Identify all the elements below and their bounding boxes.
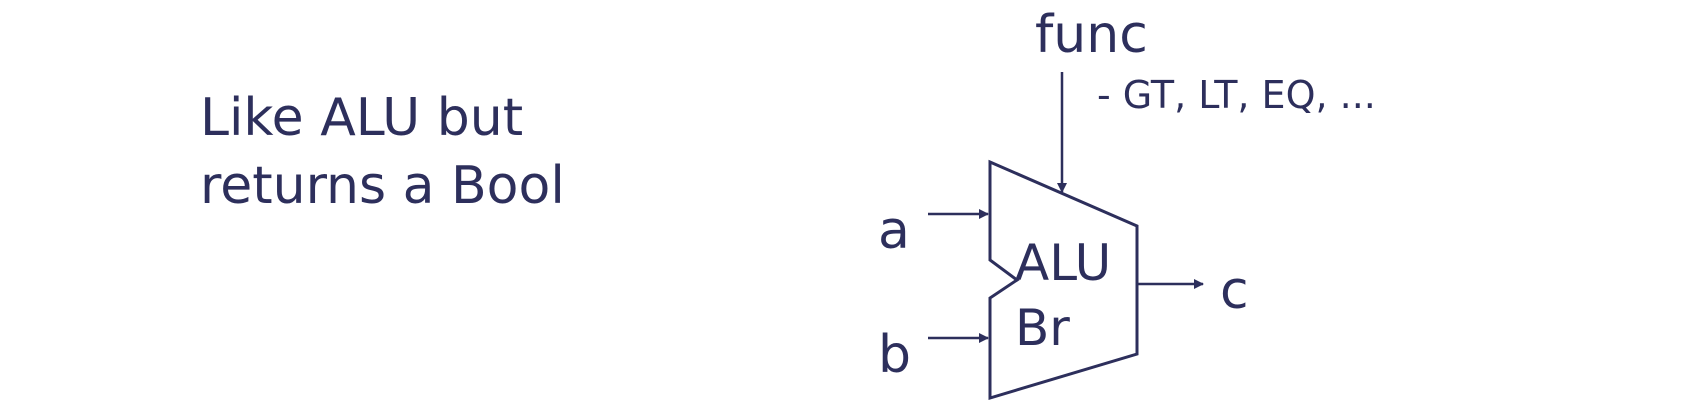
alu-br-block bbox=[988, 159, 1139, 401]
func-label: func bbox=[1035, 5, 1148, 65]
input-b-label: b bbox=[878, 325, 911, 385]
description-text: Like ALU but returns a Bool bbox=[200, 84, 565, 220]
description-line-1: Like ALU but bbox=[200, 88, 524, 148]
block-label-alu: ALU bbox=[1015, 234, 1111, 292]
block-label-br: Br bbox=[1015, 299, 1070, 357]
description-line-2: returns a Bool bbox=[200, 156, 565, 216]
input-a-label: a bbox=[878, 201, 910, 261]
output-c-label: c bbox=[1220, 261, 1249, 321]
func-options-note: - GT, LT, EQ, ... bbox=[1097, 73, 1376, 117]
